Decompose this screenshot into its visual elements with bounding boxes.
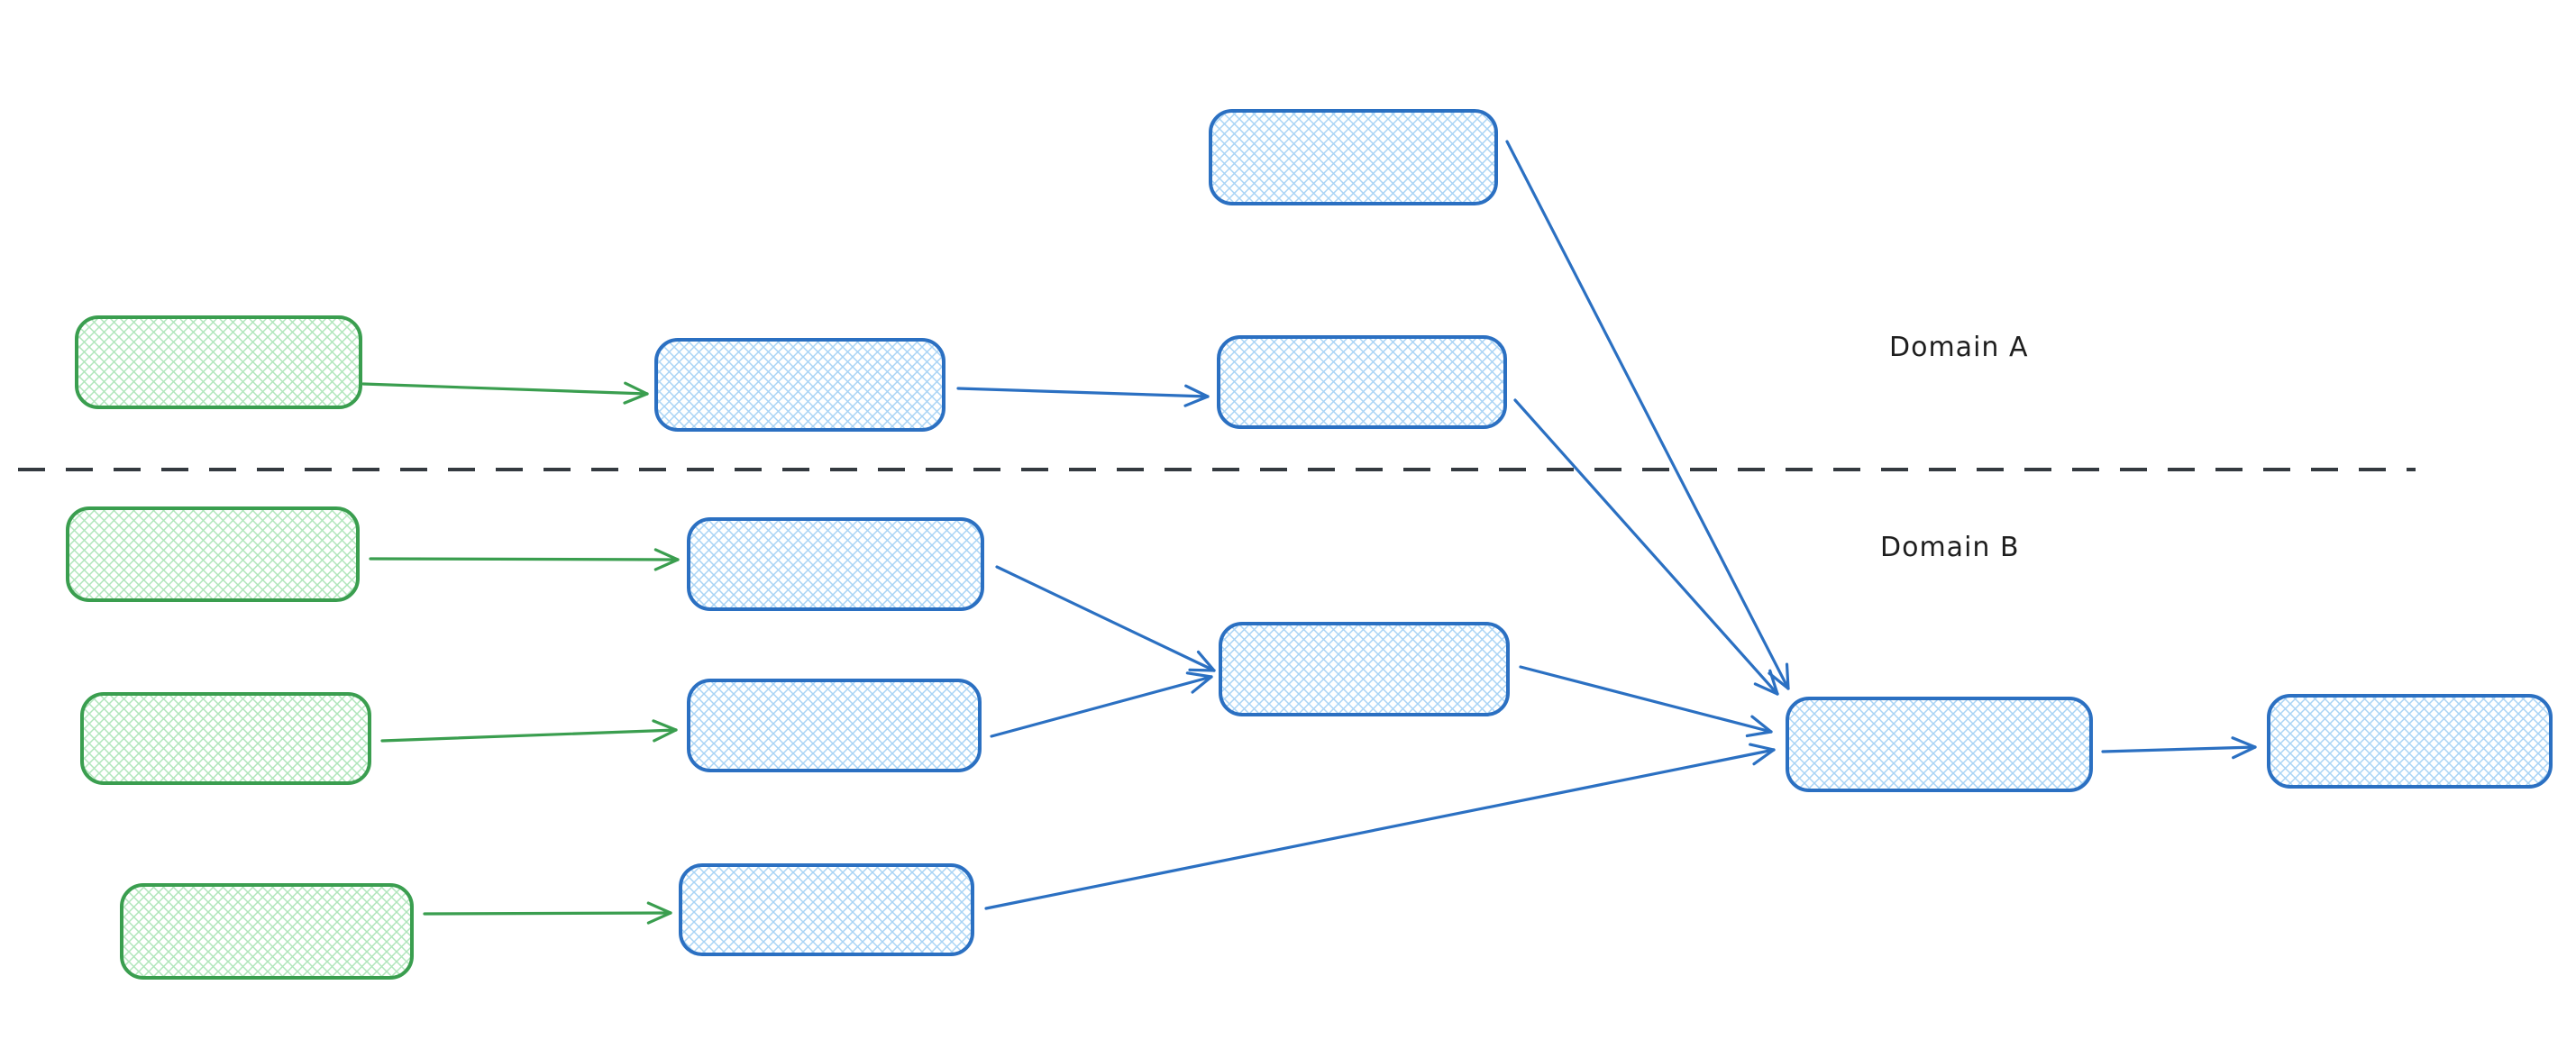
domain-a-label[interactable]: Domain A [1889,332,2029,363]
arrow-input-a-top-to-aggregate[interactable] [1505,140,1790,690]
node-process-a2[interactable] [1217,335,1507,429]
arrow-process-b1-to-merge-b[interactable] [995,565,1216,672]
node-input-a-top[interactable] [1209,109,1498,205]
arrow-process-b2-to-merge-b[interactable] [990,671,1213,738]
arrow-process-b3-to-aggregate[interactable] [984,743,1776,910]
arrow-source-b2-to-process-b2[interactable] [380,719,678,743]
arrow-source-b3-to-process-b3[interactable] [423,901,672,925]
arrow-merge-b-to-aggregate[interactable] [1519,665,1773,738]
arrow-process-a2-to-aggregate[interactable] [1513,398,1779,696]
arrow-aggregate-to-output[interactable] [2101,736,2257,760]
arrow-source-a-to-process-a1[interactable] [361,381,649,405]
node-process-b2[interactable] [687,679,982,772]
node-aggregate[interactable] [1786,697,2093,792]
node-source-b1[interactable] [66,506,360,602]
domain-b-label[interactable]: Domain B [1880,532,2020,563]
arrow-process-a1-to-process-a2[interactable] [956,384,1210,407]
arrow-source-b1-to-process-b1[interactable] [369,548,680,571]
node-process-a1[interactable] [654,338,945,432]
node-process-b1[interactable] [687,517,984,611]
node-process-b3[interactable] [679,863,974,956]
node-source-b3[interactable] [120,883,414,980]
node-output[interactable] [2267,694,2553,789]
node-source-a[interactable] [75,315,362,409]
node-source-b2[interactable] [80,692,371,785]
node-merge-b[interactable] [1219,622,1510,716]
